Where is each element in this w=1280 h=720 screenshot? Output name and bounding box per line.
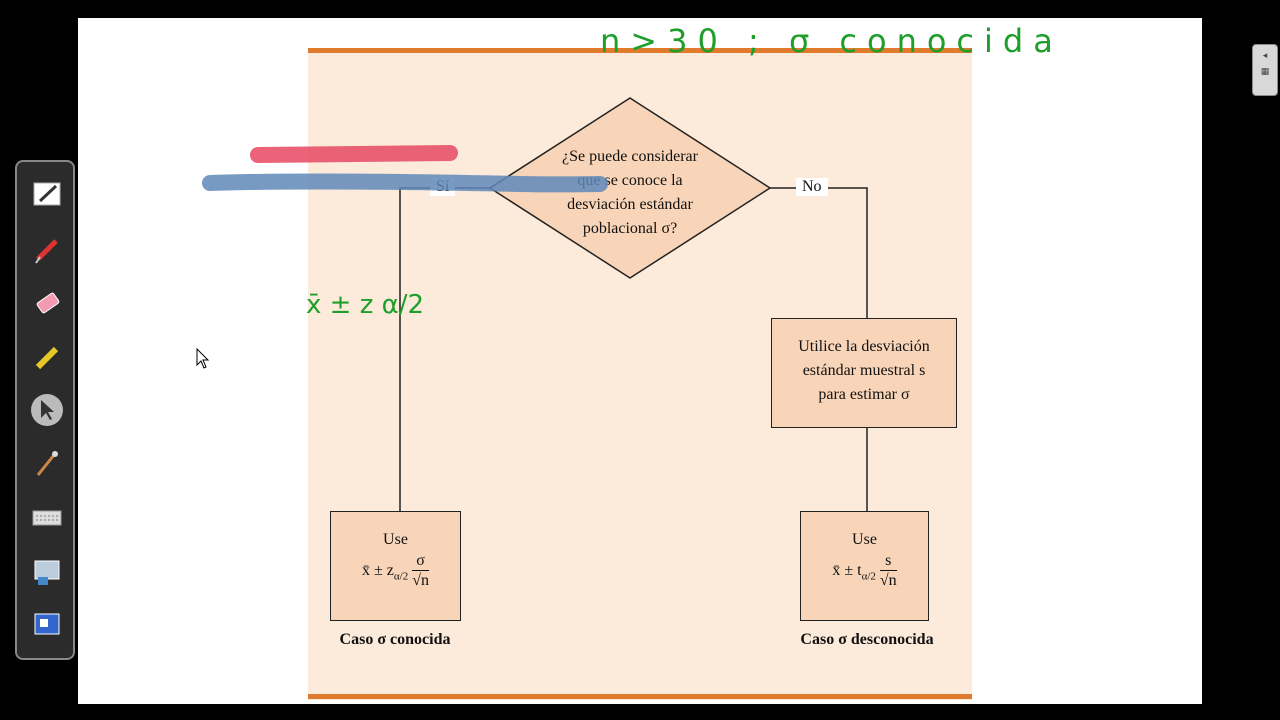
screen-capture-icon[interactable]	[31, 556, 63, 588]
unknown-sigma-box: Use x̄ ± tα/2 s√n	[800, 511, 929, 621]
use-label: Use	[383, 531, 408, 548]
fraction-numerator: σ	[412, 552, 429, 571]
decision-diamond	[488, 97, 772, 279]
top-black-bar	[0, 0, 1280, 16]
estimate-line: para estimar σ	[818, 386, 910, 403]
handwritten-top-note: n>30 ; σ conocida	[600, 22, 1063, 60]
estimate-line: Utilice la desviación	[798, 338, 930, 355]
known-caption: Caso σ conocida	[339, 631, 451, 648]
decision-line: ¿Se puede considerar	[562, 148, 698, 165]
highlighter-icon[interactable]	[31, 342, 63, 374]
estimate-sigma-box: Utilice la desviación estándar muestral …	[771, 318, 957, 428]
fraction-denominator: √n	[412, 572, 429, 589]
collapse-arrow-icon: ◂	[1262, 51, 1268, 61]
decision-text: ¿Se puede considerar que se conoce la de…	[540, 145, 720, 241]
decision-line: poblacional σ?	[582, 220, 678, 237]
unknown-formula: x̄ ± tα/2 s√n	[801, 552, 928, 591]
red-pen-icon[interactable]	[31, 234, 63, 266]
known-formula: x̄ ± zα/2 σ√n	[331, 552, 460, 591]
mouse-cursor-icon	[196, 348, 210, 369]
fraction-denominator: √n	[879, 572, 897, 589]
formula-lhs: x̄ ± t	[832, 562, 862, 580]
formula-lhs: x̄ ± z	[362, 562, 394, 580]
decision-line: desviación estándar	[567, 196, 693, 213]
formula-fraction: s√n	[879, 552, 897, 591]
blue-highlight-stroke	[202, 173, 608, 193]
pen-icon[interactable]	[31, 178, 63, 210]
panel-bottom-rule	[308, 694, 972, 699]
side-panel-tab[interactable]: ◂ ▦	[1252, 44, 1278, 96]
no-label: No	[796, 178, 828, 196]
unknown-caption: Caso σ desconocida	[800, 631, 934, 648]
formula-sub: α/2	[861, 570, 876, 583]
formula-sub: α/2	[393, 570, 409, 583]
red-highlight-stroke	[250, 145, 458, 163]
use-label: Use	[852, 531, 877, 548]
pointer-icon[interactable]	[31, 394, 63, 426]
formula-fraction: σ√n	[412, 552, 429, 591]
brush-icon[interactable]	[31, 448, 63, 480]
display-icon[interactable]	[31, 610, 63, 642]
estimate-line: estándar muestral s	[802, 362, 926, 379]
handwritten-formula-note: x̄ ± z α/2	[306, 290, 425, 320]
annotation-toolbar	[15, 160, 75, 660]
panel-top-rule	[308, 48, 972, 53]
known-sigma-box: Use x̄ ± zα/2 σ√n	[330, 511, 461, 621]
fraction-numerator: s	[879, 552, 897, 571]
eraser-icon[interactable]	[31, 288, 63, 320]
grid-icon: ▦	[1260, 67, 1270, 77]
keyboard-icon[interactable]	[31, 502, 63, 534]
